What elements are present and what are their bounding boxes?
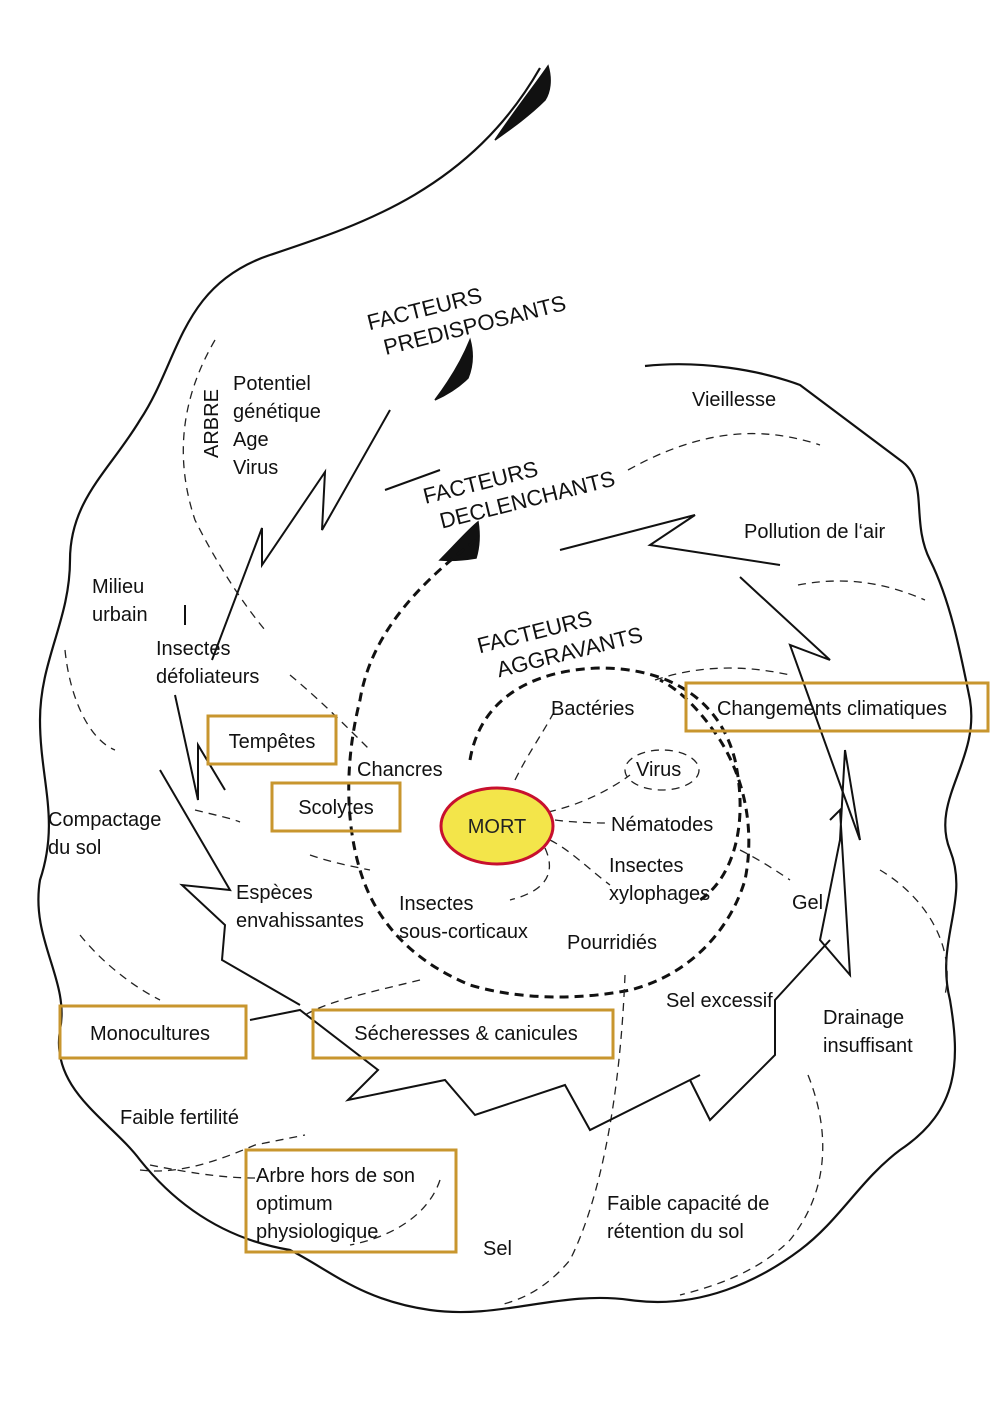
- label-faible-capacite: Faible capacité de rétention du sol: [607, 1193, 769, 1243]
- label-especes: Espèces envahissantes: [236, 882, 364, 932]
- virus-ellipse: [624, 749, 700, 791]
- label-insectes-sous-corticaux: Insectes sous-corticaux: [399, 893, 528, 943]
- label-faible-fertilite: Faible fertilité: [120, 1107, 239, 1129]
- label-gel: Gel: [792, 892, 823, 914]
- box-arbre-hors-optimum: Arbre hors de son optimum physiologique: [244, 1148, 458, 1254]
- mort-ellipse: [441, 788, 553, 864]
- aggravants-boundary: [347, 538, 751, 999]
- svg-text:du sol: du sol: [48, 837, 101, 859]
- label-pourridies: Pourridiés: [567, 932, 657, 954]
- svg-text:Changements climatiques: Changements climatiques: [717, 698, 947, 720]
- svg-text:Espèces: Espèces: [236, 882, 313, 904]
- svg-text:Insectes: Insectes: [609, 855, 683, 877]
- svg-text:génétique: génétique: [233, 401, 321, 423]
- svg-text:Virus: Virus: [233, 457, 278, 479]
- svg-text:rétention du sol: rétention du sol: [607, 1221, 744, 1243]
- label-milieu-urbain: Milieu urbain: [92, 576, 148, 626]
- label-vieillesse: Vieillesse: [692, 389, 776, 411]
- dashed-connectors: [64, 339, 948, 1306]
- svg-text:sous-corticaux: sous-corticaux: [399, 921, 528, 943]
- svg-text:Potentiel: Potentiel: [233, 373, 311, 395]
- label-compactage: Compactage du sol: [48, 809, 161, 859]
- svg-text:Tempêtes: Tempêtes: [229, 731, 316, 753]
- svg-text:Arbre hors de son: Arbre hors de son: [256, 1165, 415, 1187]
- header-aggravants: FACTEURS AGGRAVANTS: [475, 606, 646, 683]
- svg-text:xylophages: xylophages: [609, 883, 710, 905]
- label-arbre: ARBRE: [201, 389, 223, 458]
- svg-text:Compactage: Compactage: [48, 809, 161, 831]
- box-monocultures: Monocultures: [58, 1004, 248, 1060]
- label-sel: Sel: [483, 1238, 512, 1260]
- svg-text:insuffisant: insuffisant: [823, 1035, 913, 1057]
- svg-text:envahissantes: envahissantes: [236, 910, 364, 932]
- svg-text:Age: Age: [233, 429, 269, 451]
- box-changements-climatiques: Changements climatiques: [684, 681, 990, 733]
- svg-text:défoliateurs: défoliateurs: [156, 666, 259, 688]
- middle-blade: [434, 337, 473, 401]
- svg-text:Milieu: Milieu: [92, 576, 144, 598]
- label-sel-excessif: Sel excessif: [666, 990, 773, 1012]
- label-insectes-xylophages: Insectes xylophages: [609, 855, 710, 905]
- box-secheresses: Sécheresses & canicules: [311, 1008, 615, 1060]
- label-chancres: Chancres: [357, 759, 443, 781]
- top-blade: [494, 64, 551, 141]
- svg-text:physiologique: physiologique: [256, 1221, 378, 1243]
- svg-text:Faible capacité de: Faible capacité de: [607, 1193, 769, 1215]
- inner-circle: [468, 666, 742, 902]
- label-virus: Virus: [636, 759, 681, 781]
- label-insectes-defoliateurs: Insectes défoliateurs: [156, 638, 259, 688]
- mort-center: MORT: [439, 786, 555, 866]
- mort-label: MORT: [468, 816, 527, 838]
- svg-text:Sécheresses & canicules: Sécheresses & canicules: [354, 1023, 577, 1045]
- label-pollution: Pollution de l‘air: [744, 521, 886, 543]
- outer-boundary: [37, 67, 973, 1314]
- svg-text:Monocultures: Monocultures: [90, 1023, 210, 1045]
- label-drainage: Drainage insuffisant: [823, 1007, 913, 1057]
- label-nematodes: Nématodes: [611, 814, 713, 836]
- svg-text:Drainage: Drainage: [823, 1007, 904, 1029]
- lower-blade: [438, 520, 480, 562]
- zigzag-arrows: [159, 409, 861, 1132]
- svg-text:urbain: urbain: [92, 604, 148, 626]
- box-scolytes: Scolytes: [270, 781, 402, 833]
- svg-text:Scolytes: Scolytes: [298, 797, 374, 819]
- label-potentiel: Potentiel génétique Age Virus: [233, 373, 321, 479]
- svg-text:optimum: optimum: [256, 1193, 333, 1215]
- svg-text:Insectes: Insectes: [399, 893, 473, 915]
- mort-ring: [439, 786, 555, 866]
- box-tempetes: Tempêtes: [206, 714, 338, 766]
- label-bacteries: Bactéries: [551, 698, 634, 720]
- svg-text:Insectes: Insectes: [156, 638, 230, 660]
- header-declenchants: FACTEURS DECLENCHANTS: [421, 456, 618, 533]
